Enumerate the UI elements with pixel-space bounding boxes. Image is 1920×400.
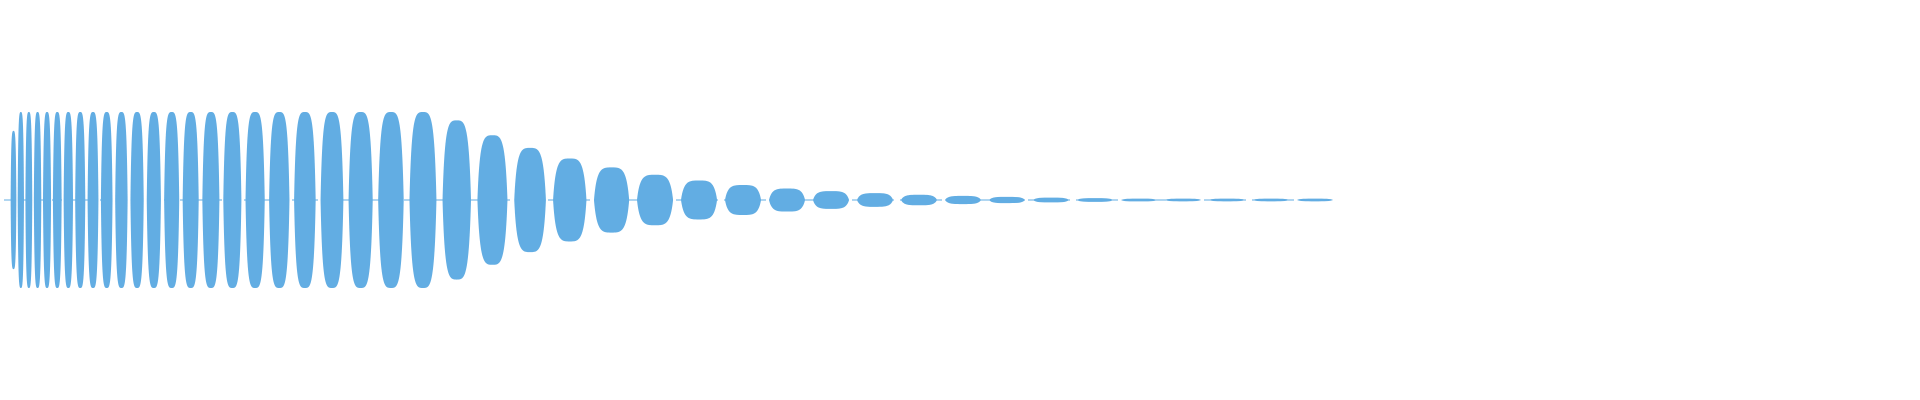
waveform-pulse — [294, 112, 316, 288]
waveform-pulse — [378, 112, 404, 288]
waveform-pulse — [477, 135, 508, 265]
waveform-pulse — [245, 112, 265, 288]
waveform-pulse — [63, 112, 74, 288]
waveform-pulse — [553, 158, 587, 242]
waveform-pulse — [33, 112, 42, 288]
waveform-pulse — [514, 147, 546, 253]
waveform-pulse — [130, 112, 144, 288]
waveform-pulse — [409, 112, 437, 288]
waveform-pulse — [223, 112, 242, 288]
waveform-pulse — [1164, 198, 1202, 202]
waveform-pulse — [1076, 198, 1114, 202]
waveform-pulse — [320, 112, 344, 288]
waveform-pulse — [52, 112, 62, 288]
waveform-pulse — [1208, 198, 1246, 202]
waveform-pulse — [164, 112, 180, 288]
waveform-pulse — [87, 112, 99, 288]
waveform-pulse — [10, 130, 17, 270]
waveform-pulse — [593, 167, 630, 233]
waveform-pulse — [988, 196, 1026, 204]
waveform-pulse — [17, 112, 24, 288]
waveform-pulse — [115, 112, 128, 288]
waveform-pulse — [202, 112, 220, 288]
waveform-pulse — [1252, 198, 1290, 202]
waveform-pulse — [75, 112, 86, 288]
waveform-pulse — [812, 191, 850, 209]
waveform-pulse — [182, 112, 199, 288]
waveform-pulse — [768, 188, 806, 212]
waveform-pulse — [146, 112, 161, 288]
waveform-pulses — [4, 112, 1334, 288]
waveform-pulse — [900, 194, 938, 206]
waveform-pulse — [42, 112, 52, 288]
waveform-pulse — [856, 193, 894, 207]
waveform-pulse — [100, 112, 113, 288]
waveform-pulse — [636, 174, 674, 226]
waveform-pulse — [1120, 198, 1158, 202]
waveform-pulse — [25, 112, 33, 288]
waveform-pulse — [944, 195, 982, 205]
waveform-pulse — [442, 120, 472, 280]
waveform-pulse — [724, 185, 762, 215]
waveform-pulse — [1032, 197, 1070, 203]
waveform-pulse — [269, 112, 290, 288]
waveform-pulse — [680, 180, 718, 220]
waveform-pulse — [1296, 198, 1334, 202]
waveform-pulse — [348, 112, 373, 288]
